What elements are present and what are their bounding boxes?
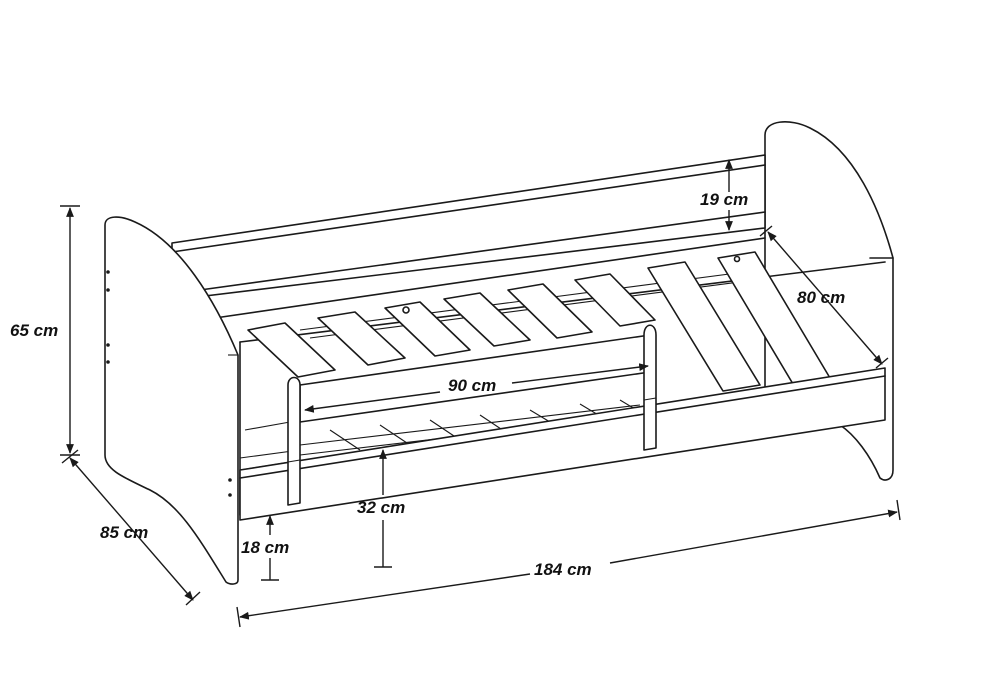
label-leg-height: 18 cm — [241, 538, 289, 557]
dimension-labels: 65 cm 85 cm 19 cm 80 cm 90 cm 32 cm 18 c… — [10, 190, 845, 579]
label-depth: 85 cm — [100, 523, 148, 542]
label-mattress-width: 80 cm — [797, 288, 845, 307]
safety-rail — [287, 324, 657, 506]
label-rail-length: 90 cm — [448, 376, 496, 395]
front-rail — [239, 367, 886, 521]
label-guard-height: 19 cm — [700, 190, 748, 209]
label-bed-clearance: 32 cm — [357, 498, 405, 517]
label-length: 184 cm — [534, 560, 592, 579]
label-height: 65 cm — [10, 321, 58, 340]
dimension-lines — [60, 159, 901, 628]
